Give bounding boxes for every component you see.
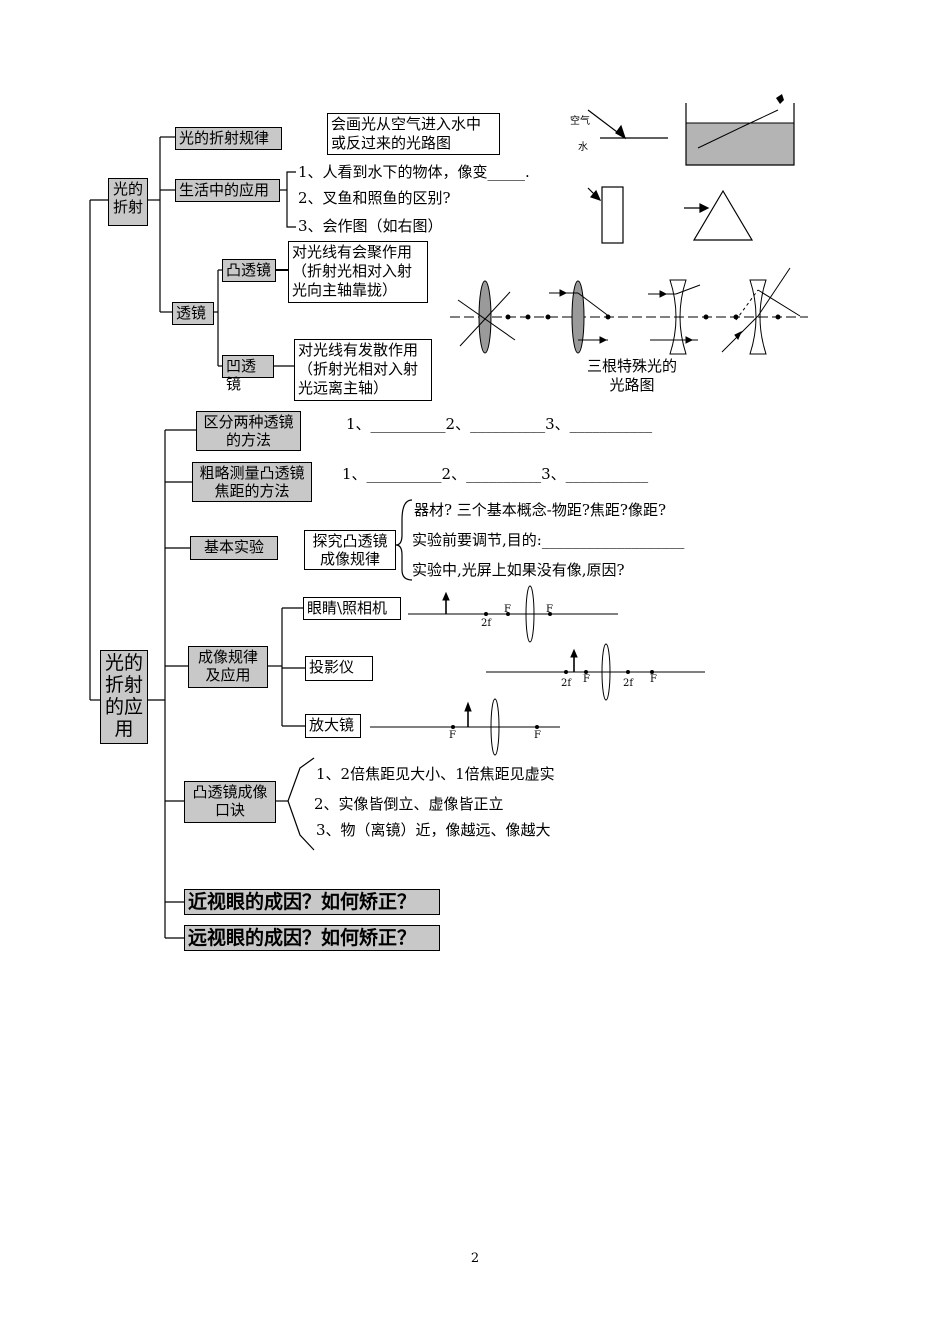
projector-node: 投影仪 [305, 656, 373, 681]
magnifier-F-label-2: F [534, 730, 541, 741]
rhyme-item-3: 3、物（离镜）近，像越远、像越大 [316, 821, 551, 839]
concave-lens-note: 对光线有发散作用 （折射光相对入射 光远离主轴） [294, 339, 432, 401]
measure-blanks: 1、__________2、__________3、___________ [342, 465, 649, 483]
life-item-2: 2、叉鱼和照鱼的区别? [298, 189, 451, 207]
projector-F-label-2: F [650, 674, 657, 685]
prism-diagram [684, 189, 754, 241]
camera-2f-label: 2f [481, 618, 492, 629]
magnifier-diagram [370, 698, 560, 756]
air-water-diagram [587, 109, 668, 140]
lens-node: 透镜 [172, 302, 214, 325]
rhyme-item-2: 2、实像皆倒立、虚像皆正立 [314, 795, 504, 813]
projector-2f-label-2: 2f [623, 678, 634, 689]
explore-item-2: 实验前要调节,目的:___________________ [412, 531, 685, 549]
magnifier-node: 放大镜 [305, 714, 361, 738]
rhyme-node: 凸透镜成像 口诀 [184, 781, 276, 823]
distinguish-blanks: 1、__________2、__________3、___________ [346, 415, 653, 433]
glass-block-diagram [587, 186, 624, 244]
eye-camera-node: 眼睛\照相机 [303, 597, 401, 620]
projector-F-label-1: F [583, 674, 590, 685]
camera-F-label-2: F [546, 604, 553, 615]
explore-node: 探究凸透镜 成像规律 [304, 530, 396, 570]
distinguish-node: 区分两种透镜 的方法 [196, 411, 301, 451]
hyperopia-node: 远视眼的成因？如何矫正？ [184, 925, 440, 951]
life-item-1: 1、人看到水下的物体，像变_____. [298, 163, 530, 181]
rays-caption: 三根特殊光的 光路图 [586, 357, 677, 394]
refraction-root: 光的 折射 [108, 178, 148, 226]
imaging-node: 成像规律 及应用 [188, 646, 268, 688]
magnifier-F-label-1: F [449, 730, 456, 741]
special-rays-diagram [450, 267, 808, 355]
camera-diagram [408, 585, 618, 643]
water-tank-diagram [685, 94, 795, 166]
projector-2f-label-1: 2f [561, 678, 572, 689]
explore-item-3: 实验中,光屏上如果没有像,原因? [412, 561, 625, 579]
rhyme-item-1: 1、2倍焦距见大小、1倍焦距见虚实 [316, 765, 555, 783]
convex-lens-node: 凸透镜 [222, 259, 276, 282]
refraction-law-node: 光的折射规律 [175, 127, 282, 150]
application-root: 光的 折射 的应 用 [100, 650, 148, 744]
water-label: 水 [578, 142, 588, 153]
concave-lens-node: 凹透镜 [222, 355, 274, 393]
explore-item-1: 器材? 三个基本概念-物距?焦距?像距? [414, 501, 667, 519]
air-label: 空气 [570, 116, 590, 127]
refraction-law-note: 会画光从空气进入水中 或反过来的光路图 [327, 113, 500, 155]
life-application-node: 生活中的应用 [175, 179, 280, 202]
basic-experiment-node: 基本实验 [190, 536, 278, 560]
measure-focal-node: 粗略测量凸透镜 焦距的方法 [192, 462, 312, 502]
convex-lens-note: 对光线有会聚作用 （折射光相对入射 光向主轴靠拢） [288, 241, 428, 303]
projector-diagram [486, 643, 705, 701]
page-number: 2 [470, 1251, 480, 1266]
camera-F-label-1: F [504, 604, 511, 615]
myopia-node: 近视眼的成因？如何矫正？ [184, 889, 440, 915]
life-item-3: 3、会作图（如右图） [298, 217, 443, 235]
